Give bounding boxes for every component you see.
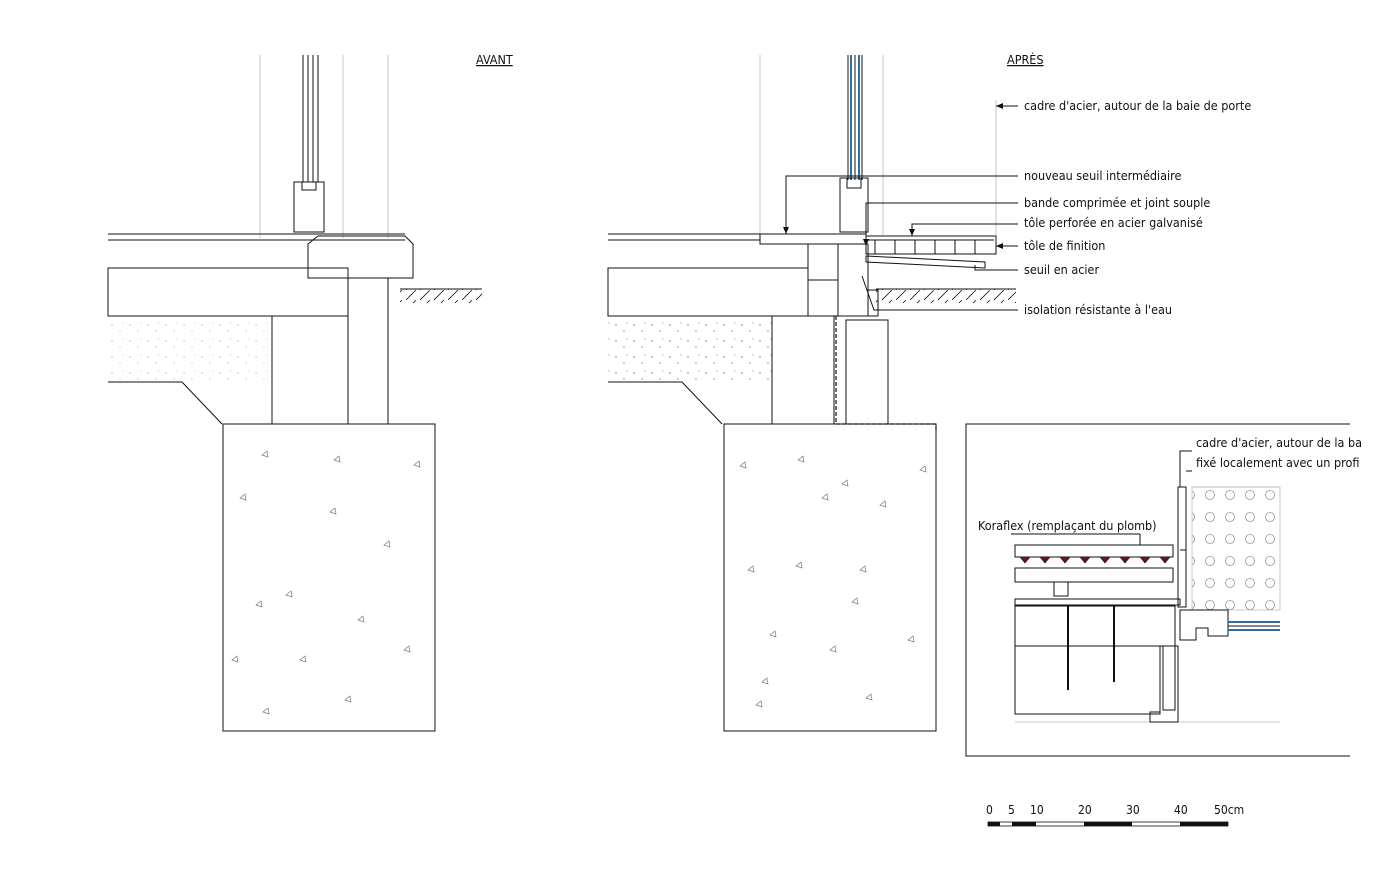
scale-tick-50: 50cm [1214,803,1244,817]
label-steel-frame: cadre d'acier, autour de la baie de port… [1024,98,1251,113]
old-threshold [307,235,414,279]
floor-slab-new [607,267,809,317]
scale-tick-30: 30 [1126,803,1140,817]
before-title: AVANT [476,52,513,67]
steel-threshold [865,255,986,269]
timber-frame [839,177,869,233]
leader-lines [785,105,1018,311]
floor-slab-old [107,267,349,317]
glazing-old [293,55,325,233]
scale-tick-5: 5 [1008,803,1015,817]
masonry-wall-new [845,319,889,425]
detail-steel-frame [1177,486,1187,608]
new-threshold-bar [759,233,867,245]
detail-label-frame-2: fixé localement avec un profi [1196,455,1359,470]
scale-tick-10: 10 [1030,803,1044,817]
label-finish-sheet: tôle de finition [1024,238,1105,253]
perforated-sheet [865,235,997,255]
foundation-old [222,423,436,732]
leader-arrows [783,103,1003,249]
scale-tick-0: 0 [986,803,993,817]
after-section: APRÈS [607,52,1251,732]
label-new-threshold: nouveau seuil intermédiaire [1024,168,1182,183]
detail-inset: cadre d'acier, autour de la ba fixé loca… [965,423,1362,757]
ground-new [876,289,1016,303]
glazing-new [847,55,863,180]
scale-tick-40: 40 [1174,803,1188,817]
detail-label-koraflex: Koraflex (remplaçant du plomb) [978,518,1157,533]
foundation-new [723,423,937,732]
water-resistant-insulation [837,243,869,317]
scale-bar: 0 5 10 20 30 40 50cm [986,803,1244,827]
masonry-wall-old [347,277,389,425]
before-section: AVANT [107,52,513,732]
label-perforated-sheet: tôle perforée en acier galvanisé [1024,215,1203,230]
ground-old [400,289,482,303]
label-insulation: isolation résistante à l'eau [1024,302,1172,317]
after-title: APRÈS [1007,52,1044,67]
label-steel-threshold: seuil en acier [1024,262,1099,277]
label-compressed-band: bande comprimée et joint souple [1024,195,1210,210]
detail-label-frame-1: cadre d'acier, autour de la ba [1196,435,1362,450]
detail-koraflex [1014,544,1174,558]
scale-tick-20: 20 [1078,803,1092,817]
